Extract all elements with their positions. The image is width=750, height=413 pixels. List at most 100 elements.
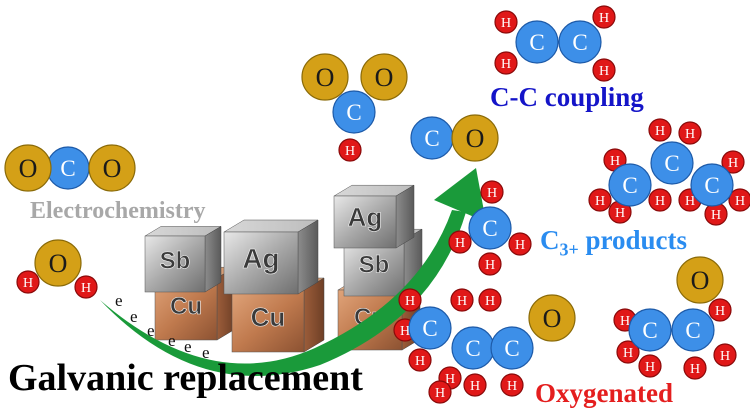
electron-4: e <box>168 331 176 350</box>
oxygenated-molecule-1-h-7-symbol: H <box>457 294 467 309</box>
cooh-molecule-o-1: O <box>360 53 408 101</box>
co2-molecule-o-0: O <box>4 144 52 192</box>
co2-molecule-o-2-symbol: O <box>103 154 122 183</box>
ethylene-molecule-h-0-symbol: H <box>501 16 511 31</box>
water-molecule-h-1: H <box>16 270 40 294</box>
ethylene-molecule-h-4-symbol: H <box>599 11 609 26</box>
oxygenated-molecule-1-o-3: O <box>528 294 576 342</box>
oxygenated-molecule-1-h-7: H <box>450 288 474 312</box>
propane-molecule-c-2: C <box>690 163 734 207</box>
methyl-molecule-c-0: C <box>468 206 512 250</box>
oxygenated-molecule-2-c-2: C <box>671 308 715 352</box>
propane-molecule-h-7: H <box>678 121 702 145</box>
oxygenated-molecule-2-h-5-symbol: H <box>645 360 655 375</box>
propane-molecule-h-10: H <box>721 150 745 174</box>
propane-molecule-c-0-symbol: C <box>622 173 637 198</box>
silver-cube-middle-symbol: Ag <box>242 243 279 274</box>
oxygenated-molecule-2-c-2-symbol: C <box>685 318 700 343</box>
oxygenated-molecule-2-h-7: H <box>713 343 737 367</box>
ethylene-molecule-c-2-symbol: C <box>529 30 544 55</box>
oxygenated-molecule-1-h-4-symbol: H <box>405 294 415 309</box>
copper-cube-left-symbol: Cu <box>170 293 202 320</box>
cooh-molecule-o-0: O <box>301 53 349 101</box>
oxygenated-molecule-1-c-2: C <box>490 326 534 370</box>
ethylene-molecule-c-3: C <box>558 20 602 64</box>
c3-main: C <box>540 225 560 255</box>
propane-molecule-h-8-symbol: H <box>655 194 665 209</box>
propane-molecule-h-8: H <box>648 188 672 212</box>
oxygenated-molecule-2-o-0: O <box>676 256 724 304</box>
ethylene-molecule-h-0: H <box>494 10 518 34</box>
propane-molecule-h-11-symbol: H <box>735 194 745 209</box>
electron-3: e <box>147 321 155 340</box>
propane-molecule-c-1-symbol: C <box>664 151 679 176</box>
oxygenated-molecule-2-h-8-symbol: H <box>690 362 700 377</box>
electron-1: e <box>115 291 123 310</box>
co-molecule-c-0: C <box>410 116 454 160</box>
propane-molecule-h-4-symbol: H <box>595 194 605 209</box>
ethylene-molecule-h-5-symbol: H <box>599 64 609 79</box>
water-molecule-h-2: H <box>74 275 98 299</box>
propane-molecule-h-10-symbol: H <box>728 156 738 171</box>
methyl-molecule-h-3: H <box>508 232 532 256</box>
methyl-molecule-h-4-symbol: H <box>485 258 495 273</box>
electrochemistry-label: Electrochemistry <box>30 198 206 224</box>
ethylene-molecule-c-3-symbol: C <box>572 30 587 55</box>
oxygenated-molecule-1-h-10: H <box>463 373 487 397</box>
methyl-molecule-h-4: H <box>478 252 502 276</box>
methyl-molecule-h-2: H <box>448 230 472 254</box>
oxygenated-molecule-1-c-2-symbol: C <box>504 336 519 361</box>
propane-molecule-c-0: C <box>608 163 652 207</box>
oxygenated-molecule-2-o-0-symbol: O <box>691 266 710 295</box>
oxygenated-molecule-1-c-0: C <box>408 306 452 350</box>
oxygenated-molecule-1-h-5-symbol: H <box>400 324 410 339</box>
oxygenated-molecule-1-h-12: H <box>428 380 452 404</box>
oxygenated-molecule-2-c-1: C <box>628 308 672 352</box>
propane-molecule-h-12: H <box>704 202 728 226</box>
c3-subscript: 3+ <box>559 239 579 260</box>
cooh-molecule-c-2-symbol: C <box>346 100 361 125</box>
oxygenated-molecule-1-h-6: H <box>408 348 432 372</box>
co2-molecule-o-0-symbol: O <box>19 154 38 183</box>
oxygenated-molecule-1-c-0-symbol: C <box>422 316 437 341</box>
co2-molecule-c-1: C <box>46 146 90 190</box>
oxygenated-molecule-1-h-12-symbol: H <box>435 386 445 401</box>
oxygenated-label: Oxygenated <box>535 378 673 408</box>
antimony-cube-left-symbol: Sb <box>160 247 191 274</box>
propane-molecule-c-1: C <box>650 141 694 185</box>
c3-products-label: C3+ products <box>540 225 687 260</box>
propane-molecule-h-9-symbol: H <box>685 194 695 209</box>
methyl-molecule-h-2-symbol: H <box>455 236 465 251</box>
methyl-molecule-c-0-symbol: C <box>482 216 497 241</box>
oxygenated-molecule-1-c-1-symbol: C <box>465 336 480 361</box>
oxygenated-molecule-2-h-4: H <box>616 340 640 364</box>
co2-molecule-c-1-symbol: C <box>60 156 75 181</box>
propane-molecule-h-12-symbol: H <box>711 208 721 223</box>
water-molecule-o-0: O <box>34 239 82 287</box>
ethylene-molecule-h-1-symbol: H <box>501 57 511 72</box>
propane-molecule-c-2-symbol: C <box>704 173 719 198</box>
electron-6: e <box>202 343 210 362</box>
oxygenated-molecule-2-h-8: H <box>683 356 707 380</box>
oxygenated-molecule-1-h-11-symbol: H <box>507 379 517 394</box>
arrow-head <box>434 168 486 222</box>
arrow-body <box>100 210 466 377</box>
electron-2: e <box>130 307 138 326</box>
oxygenated-molecule-2-h-6-symbol: H <box>715 304 725 319</box>
cooh-molecule-h-3: H <box>338 138 362 162</box>
oxygenated-molecule-1-h-11: H <box>500 373 524 397</box>
water-molecule-h-2-symbol: H <box>81 281 91 296</box>
electron-5: e <box>184 337 192 356</box>
reaction-arrow <box>100 168 486 377</box>
ethylene-molecule-c-2: C <box>515 20 559 64</box>
co-molecule-o-1: O <box>451 114 499 162</box>
cooh-molecule-h-3-symbol: H <box>345 144 355 159</box>
cooh-molecule-c-2: C <box>332 90 376 134</box>
